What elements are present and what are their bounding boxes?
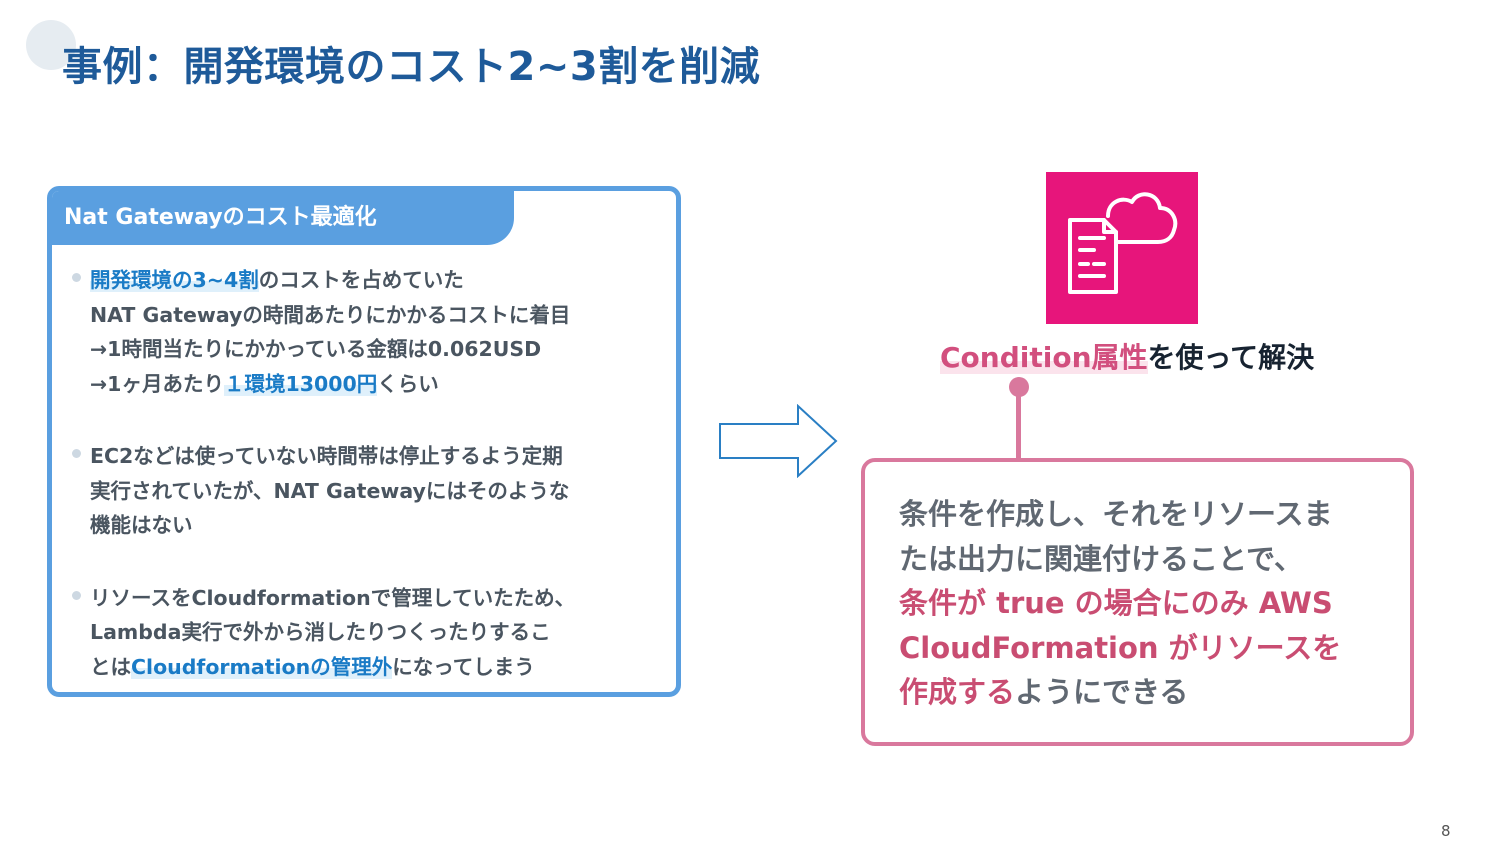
bullet-line: EC2などは使っていない時間帯は停止するよう定期 xyxy=(90,439,670,474)
emphasis-text: CloudFormation がリソースを xyxy=(899,630,1342,665)
emphasis-text: 条件が true の場合にのみ AWS xyxy=(899,586,1333,620)
explanation-line: 条件を作成し、それをリソースま xyxy=(899,492,1341,537)
bullet-text: リソースをCloudformationで管理していたため、 xyxy=(90,585,576,610)
bullet-line: 開発環境の3~4割のコストを占めていた xyxy=(90,263,670,298)
highlighted-text: 開発環境の3~4割 xyxy=(90,268,259,292)
card-header: Nat Gatewayのコスト最適化 xyxy=(52,191,514,245)
explanation-line: 条件が true の場合にのみ AWS xyxy=(899,581,1341,626)
bullet-line: リソースをCloudformationで管理していたため、 xyxy=(90,581,670,616)
decorative-circle xyxy=(26,20,76,70)
connector-line xyxy=(1016,392,1021,460)
bullet-text: のコストを占めていた xyxy=(258,268,464,292)
bullet-line: 機能はない xyxy=(90,508,670,543)
bullet-line: →1時間当たりにかかっている金額は0.062USD xyxy=(90,332,670,367)
bullet-text: →1ヶ月あたり xyxy=(90,371,224,396)
connector-dot xyxy=(1009,377,1029,397)
bullet-text: EC2などは使っていない時間帯は停止するよう定期 xyxy=(90,444,563,468)
bullet-line: NAT Gatewayの時間あたりにかかるコストに着目 xyxy=(90,298,670,333)
explanation-text: たは出力に関連付けることで、 xyxy=(899,541,1303,576)
slide-title: 事例：開発環境のコスト2~3割を削減 xyxy=(62,44,761,90)
page-number: 8 xyxy=(1441,822,1451,840)
explanation-text: ようにできる xyxy=(1015,675,1189,709)
bullet-dot-icon xyxy=(72,590,81,600)
bullet-line: 実行されていたが、NAT Gatewayにはそのような xyxy=(90,474,670,509)
condition-rest: を使って解決 xyxy=(1147,341,1315,374)
bullet-item: EC2などは使っていない時間帯は停止するよう定期実行されていたが、NAT Gat… xyxy=(68,439,670,543)
condition-explanation-card: 条件を作成し、それをリソースまたは出力に関連付けることで、条件が true の場… xyxy=(861,458,1414,746)
bullet-text: とは xyxy=(90,654,131,679)
highlighted-text: Cloudformationの管理外 xyxy=(131,654,393,679)
explanation-line: たは出力に関連付けることで、 xyxy=(899,537,1341,582)
bullet-line: Lambda実行で外から消したりつくったりするこ xyxy=(90,615,670,650)
bullet-line: →1ヶ月あたり１環境13000円くらい xyxy=(90,367,670,402)
bullet-text: くらい xyxy=(377,371,439,396)
emphasis-text: 作成する xyxy=(899,675,1016,709)
bullet-item: リソースをCloudformationで管理していたため、 Lambda実行で外か… xyxy=(68,581,670,685)
bullet-text: →1時間当たりにかかっている金額は0.062USD xyxy=(90,337,542,361)
bullet-list: 開発環境の3~4割のコストを占めていた NAT Gatewayの時間あたりにかかる… xyxy=(68,263,670,692)
bullet-text: 実行されていたが、NAT Gatewayにはそのような xyxy=(90,478,570,503)
nat-gateway-card: Nat Gatewayのコスト最適化 開発環境の3~4割のコストを占めていた NA… xyxy=(47,186,681,697)
explanation-line: CloudFormation がリソースを xyxy=(899,626,1341,671)
explanation-text: 条件を作成し、それをリソースま xyxy=(899,497,1333,531)
explanation-line: 作成するようにできる xyxy=(899,670,1341,715)
condition-label: Condition属性を使って解決 xyxy=(940,336,1360,380)
right-arrow-outline-icon xyxy=(719,404,838,478)
explanation-text: 条件を作成し、それをリソースまたは出力に関連付けることで、条件が true の場… xyxy=(899,492,1341,715)
bullet-dot-icon xyxy=(72,449,81,458)
bullet-text: 機能はない xyxy=(90,513,193,537)
bullet-dot-icon xyxy=(72,273,81,282)
condition-highlight: Condition属性 xyxy=(940,341,1148,374)
bullet-item: 開発環境の3~4割のコストを占めていた NAT Gatewayの時間あたりにかかる… xyxy=(68,263,670,401)
highlighted-text: １環境13000円 xyxy=(223,371,378,396)
bullet-text: Lambda実行で外から消したりつくったりするこ xyxy=(90,620,551,644)
bullet-line: とはCloudformationの管理外になってしまう xyxy=(90,650,670,685)
aws-cloudformation-icon xyxy=(1046,172,1198,324)
bullet-text: になってしまう xyxy=(392,654,535,679)
bullet-text: NAT Gatewayの時間あたりにかかるコストに着目 xyxy=(90,302,571,327)
